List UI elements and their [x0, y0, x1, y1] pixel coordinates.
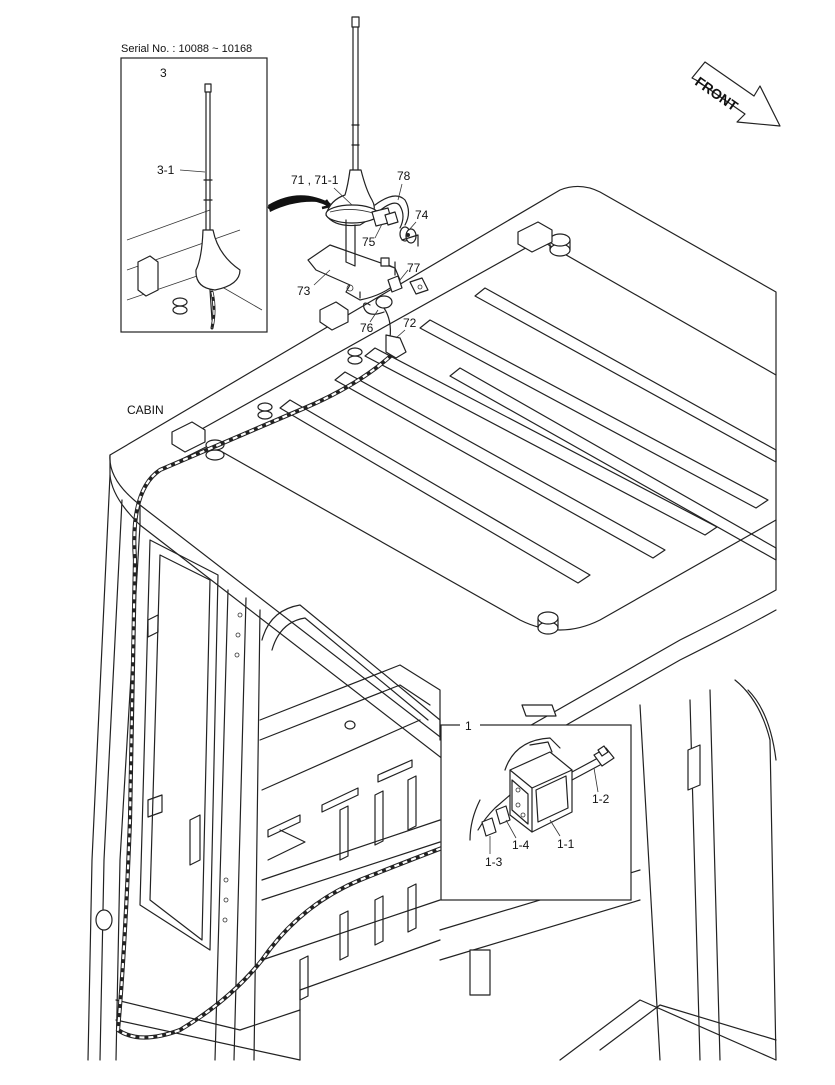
- callout-75: 75: [362, 235, 376, 249]
- roof-tab: [521, 704, 557, 717]
- callout-1-1: 1-1: [557, 837, 575, 851]
- callout-71: 71 , 71-1: [291, 173, 339, 187]
- antenna-callouts: 71 , 71-1 78 74 75 77 73 76 72: [291, 169, 429, 339]
- antenna-assembly: [307, 16, 429, 359]
- roof-boss: [347, 347, 363, 365]
- callout-1-2: 1-2: [592, 792, 610, 806]
- roof-tab: [517, 221, 553, 253]
- antenna-cable: [115, 349, 483, 1040]
- inset-pointer-fill: [268, 195, 332, 212]
- callout-73: 73: [297, 284, 311, 298]
- roof-boss: [549, 233, 571, 257]
- roof-boss: [257, 402, 273, 420]
- inset-antenna-serial: Serial No. : 10088 ~ 10168 3 3-1: [120, 43, 268, 333]
- callout-76: 76: [360, 321, 374, 335]
- callout-1-3: 1-3: [485, 855, 503, 869]
- callout-78: 78: [397, 169, 411, 183]
- cabin-label: CABIN: [127, 403, 164, 417]
- callout-3-1: 3-1: [157, 163, 175, 177]
- roof-tab: [319, 301, 349, 331]
- inset-radio: 1 1-2 1-1 1-4: [440, 718, 632, 901]
- callout-72: 72: [403, 316, 417, 330]
- callout-3: 3: [160, 66, 167, 80]
- callout-1-4: 1-4: [512, 838, 530, 852]
- roof-tab: [171, 421, 206, 453]
- serial-number-label: Serial No. : 10088 ~ 10168: [121, 43, 252, 55]
- callout-77: 77: [407, 261, 421, 275]
- roof-boss: [537, 611, 559, 635]
- front-direction-arrow: FRONT: [691, 61, 781, 127]
- callout-1: 1: [465, 719, 472, 733]
- cabin-roof: [109, 185, 777, 781]
- antenna-3-1: [195, 83, 241, 330]
- callout-74: 74: [415, 208, 429, 222]
- radio-unit: [469, 745, 615, 841]
